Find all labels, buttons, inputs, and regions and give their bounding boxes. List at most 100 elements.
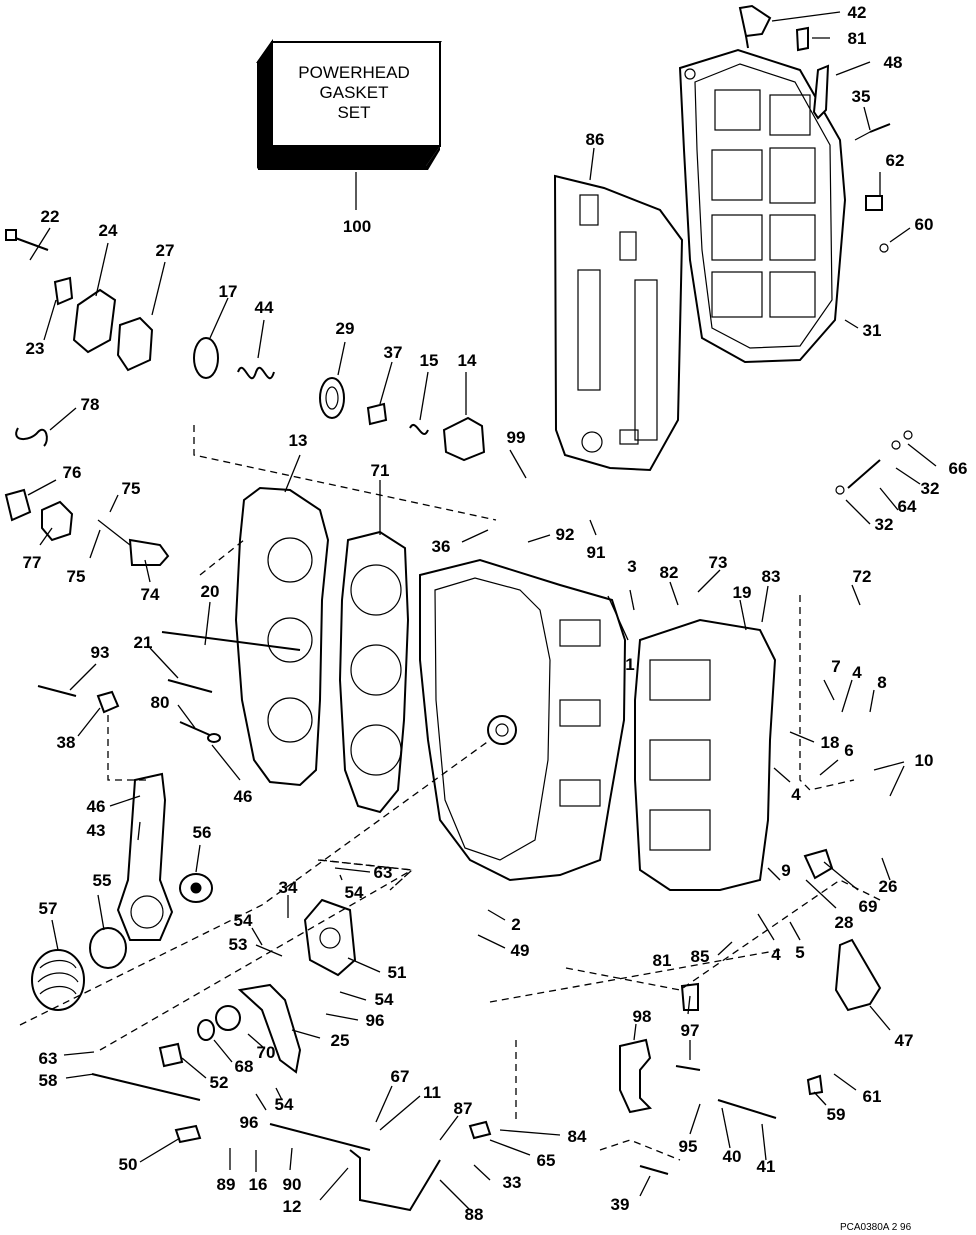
callout-31: 31 [863,321,882,340]
callout-96-right: 96 [366,1011,385,1030]
callout-87: 87 [454,1099,473,1118]
callout-78: 78 [81,395,100,414]
callout-77: 77 [23,553,42,572]
bottom-right-parts [468,848,882,1175]
callout-20: 20 [201,582,220,601]
callout-81-top: 81 [848,29,867,48]
callout-59: 59 [827,1105,846,1124]
gasket-box-line-1: POWERHEAD [298,63,409,82]
callout-numbers: 42 81 48 35 62 60 31 86 22 24 27 17 44 2… [23,3,968,1224]
callout-26: 26 [879,877,898,896]
callout-53: 53 [229,935,248,954]
cylinder-head [234,486,330,787]
callout-84: 84 [568,1127,587,1146]
callout-32-right: 32 [921,479,940,498]
gasket-box-line-2: GASKET [320,83,389,102]
callout-74: 74 [141,585,160,604]
crankcase-cover [634,618,777,891]
callout-51: 51 [388,963,407,982]
callout-2: 2 [511,915,520,934]
callout-73: 73 [709,553,728,572]
callout-24: 24 [99,221,118,240]
callout-9: 9 [781,861,790,880]
callout-99: 99 [507,428,526,447]
callout-16: 16 [249,1175,268,1194]
callout-67: 67 [391,1067,410,1086]
callout-54-left: 54 [234,911,253,930]
callout-43: 43 [87,821,106,840]
callout-38: 38 [57,733,76,752]
callout-39: 39 [611,1195,630,1214]
callout-28: 28 [835,913,854,932]
callout-89: 89 [217,1175,236,1194]
callout-80: 80 [151,693,170,712]
callout-15: 15 [420,351,439,370]
callout-81-bottom: 81 [653,951,672,970]
top-right-small-parts [738,4,913,495]
callout-6: 6 [844,741,853,760]
callout-71: 71 [371,461,390,480]
callout-25: 25 [331,1031,350,1050]
callout-40: 40 [723,1147,742,1166]
callout-98: 98 [633,1007,652,1026]
callout-22: 22 [41,207,60,226]
callout-52: 52 [210,1073,229,1092]
callout-63-left: 63 [39,1049,58,1068]
callout-92: 92 [556,525,575,544]
gasket-set-box: POWERHEAD GASKET SET 100 [256,38,442,236]
callout-11: 11 [423,1083,441,1102]
callout-57: 57 [39,899,58,918]
callout-61: 61 [863,1087,882,1106]
dashed-group-lines [19,425,881,1161]
callout-48: 48 [884,53,903,72]
callout-46-left: 46 [87,797,106,816]
head-gasket [338,530,410,814]
callout-7: 7 [831,657,840,676]
callout-62: 62 [886,151,905,170]
callout-29: 29 [336,319,355,338]
callout-4-top: 4 [852,663,862,682]
callout-88: 88 [465,1205,484,1224]
callout-4-bottom: 4 [771,945,781,964]
callout-33: 33 [503,1173,522,1192]
callout-41: 41 [757,1157,776,1176]
callout-32-left: 32 [875,515,894,534]
callout-17: 17 [219,282,238,301]
callout-55: 55 [93,871,112,890]
callout-75-bottom: 75 [67,567,86,586]
callout-85: 85 [691,947,710,966]
callout-54-bottom: 54 [275,1095,294,1114]
callout-49: 49 [511,941,530,960]
callout-68: 68 [235,1057,254,1076]
callout-12: 12 [283,1197,302,1216]
crankcase [419,558,627,882]
callout-56: 56 [193,823,212,842]
callout-54-right: 54 [375,990,394,1009]
callout-91: 91 [587,543,606,562]
callout-50: 50 [119,1155,138,1174]
exhaust-plate [553,174,684,472]
callout-76: 76 [63,463,82,482]
callout-70: 70 [257,1043,276,1062]
callout-60: 60 [915,215,934,234]
callout-35: 35 [852,87,871,106]
callout-75-top: 75 [122,479,141,498]
callout-58: 58 [39,1071,58,1090]
callout-100: 100 [343,217,371,236]
callout-63-top: 63 [374,863,393,882]
callout-4-mid: 4 [791,785,801,804]
callout-93: 93 [91,643,110,662]
callout-10: 10 [915,751,934,770]
callout-42: 42 [848,3,867,22]
gasket-box-line-3: SET [337,103,370,122]
drawing-code: PCA0380A 2 96 [840,1222,912,1233]
callout-97: 97 [681,1021,700,1040]
callout-64: 64 [898,497,917,516]
callout-66: 66 [949,459,968,478]
callout-19: 19 [733,583,752,602]
callout-14: 14 [458,351,477,370]
callout-72: 72 [853,567,872,586]
callout-44: 44 [255,298,274,317]
callout-34: 34 [279,878,298,897]
